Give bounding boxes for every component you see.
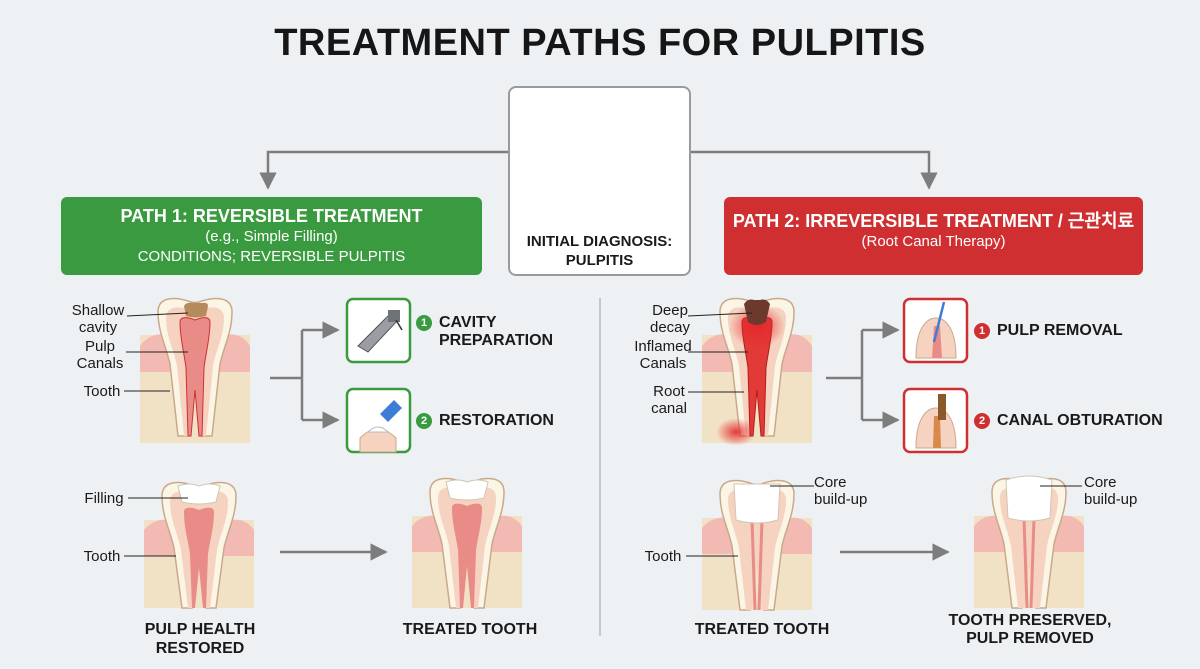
label-buildup2: build-up bbox=[1084, 491, 1138, 508]
caption-pulp-health-restored: PULP HEALTH RESTORED bbox=[144, 621, 256, 657]
path1-conditions: CONDITIONS; REVERSIBLE PULPITIS bbox=[137, 248, 406, 265]
diagnosis-box bbox=[508, 86, 691, 276]
diagnosis-label-line1: INITIAL DIAGNOSIS: bbox=[526, 233, 673, 250]
label-pulp: Pulp bbox=[84, 338, 116, 355]
step-restoration: 2 RESTORATION bbox=[416, 412, 554, 430]
caption-treated-tooth-path2: TREATED TOOTH bbox=[694, 621, 830, 638]
label-cavity: cavity bbox=[78, 319, 118, 336]
step-cavity-line1: CAVITY bbox=[439, 314, 497, 331]
label-core-buildup-2: Core build-up bbox=[1084, 474, 1148, 508]
path2-deep-decay-tooth bbox=[702, 297, 812, 446]
label-decay: decay bbox=[649, 319, 691, 336]
page-title: TREATMENT PATHS FOR PULPITIS bbox=[274, 22, 926, 64]
step-pulp-removal: 1 PULP REMOVAL bbox=[974, 322, 1123, 340]
diagnosis-label: INITIAL DIAGNOSIS: PULPITIS bbox=[508, 232, 691, 270]
label-inflamed-canals: Inflamed Canals bbox=[628, 338, 698, 372]
step-number-badge: 1 bbox=[974, 323, 990, 339]
label-deep: Deep bbox=[652, 302, 688, 319]
label-shallow: Shallow bbox=[71, 302, 125, 319]
caption-treated-tooth-path1: TREATED TOOTH bbox=[402, 621, 538, 638]
label-tooth-filled: Tooth bbox=[83, 548, 121, 565]
step-number-badge: 2 bbox=[416, 413, 432, 429]
label-canal: canal bbox=[651, 400, 687, 417]
label-tooth-path2: Tooth bbox=[644, 548, 682, 565]
label-buildup: build-up bbox=[814, 491, 868, 508]
canal-obturation-icon bbox=[902, 387, 969, 454]
label-root-canal: Root canal bbox=[644, 383, 694, 417]
label-shallow-cavity: Shallow cavity bbox=[66, 302, 130, 336]
leader-shallow-cavity bbox=[126, 312, 189, 317]
label-root: Root bbox=[653, 383, 685, 400]
path2-preserved-tooth bbox=[974, 475, 1084, 609]
restoration-icon bbox=[345, 387, 412, 454]
cavity-prep-icon bbox=[345, 297, 412, 364]
caption-tooth-preserved: TOOTH PRESERVED, PULP REMOVED bbox=[940, 612, 1120, 648]
path1-banner: PATH 1: REVERSIBLE TREATMENT (e.g., Simp… bbox=[61, 197, 482, 275]
step-canal-obturation-label: CANAL OBTURATION bbox=[997, 412, 1163, 429]
path2-core-buildup-tooth bbox=[702, 479, 812, 611]
step-pulp-removal-label: PULP REMOVAL bbox=[997, 322, 1123, 339]
step-cavity-preparation: 1 CAVITY PREPARATION bbox=[416, 314, 553, 350]
arrow-to-path1 bbox=[259, 150, 508, 190]
label-core: Core bbox=[814, 474, 847, 491]
step-canal-obturation: 2 CANAL OBTURATION bbox=[974, 412, 1163, 430]
arrow-to-path2 bbox=[691, 150, 938, 190]
caption-tooth-preserved-line2: PULP REMOVED bbox=[966, 630, 1094, 647]
path1-treated-tooth bbox=[412, 477, 522, 609]
path1-title: PATH 1: REVERSIBLE TREATMENT bbox=[120, 206, 423, 226]
step-number-badge: 1 bbox=[416, 315, 432, 331]
step-number-badge: 2 bbox=[974, 413, 990, 429]
path2-banner: PATH 2: IRREVERSIBLE TREATMENT / 근관치료 (R… bbox=[724, 197, 1143, 275]
path1-shallow-cavity-tooth bbox=[140, 297, 250, 443]
path1-filled-tooth bbox=[144, 481, 254, 609]
leader-deep-decay bbox=[687, 312, 753, 317]
label-tooth: Tooth bbox=[83, 383, 121, 400]
path1-branch-arrows bbox=[270, 330, 304, 420]
diagnosis-label-line2: PULPITIS bbox=[565, 252, 634, 269]
step-restoration-label: RESTORATION bbox=[439, 412, 554, 429]
path2-title: PATH 2: IRREVERSIBLE TREATMENT / 근관치료 bbox=[732, 211, 1135, 231]
path2-subtitle: (Root Canal Therapy) bbox=[861, 233, 1006, 250]
label-core2: Core bbox=[1084, 474, 1117, 491]
label-filling: Filling bbox=[84, 490, 124, 507]
label-canals: Canals bbox=[76, 355, 124, 372]
label-pulp-canals: Pulp Canals bbox=[72, 338, 128, 372]
label-canals2: Canals bbox=[639, 355, 687, 372]
step-cavity-line2: PREPARATION bbox=[439, 332, 554, 349]
caption-tooth-preserved-line1: TOOTH PRESERVED, bbox=[948, 612, 1112, 629]
label-core-buildup: Core build-up bbox=[814, 474, 878, 508]
path2-branch-arrows bbox=[826, 330, 864, 420]
label-deep-decay: Deep decay bbox=[640, 302, 700, 336]
pulp-removal-icon bbox=[902, 297, 969, 364]
path1-subtitle: (e.g., Simple Filling) bbox=[205, 228, 338, 245]
label-inflamed: Inflamed bbox=[634, 338, 692, 355]
